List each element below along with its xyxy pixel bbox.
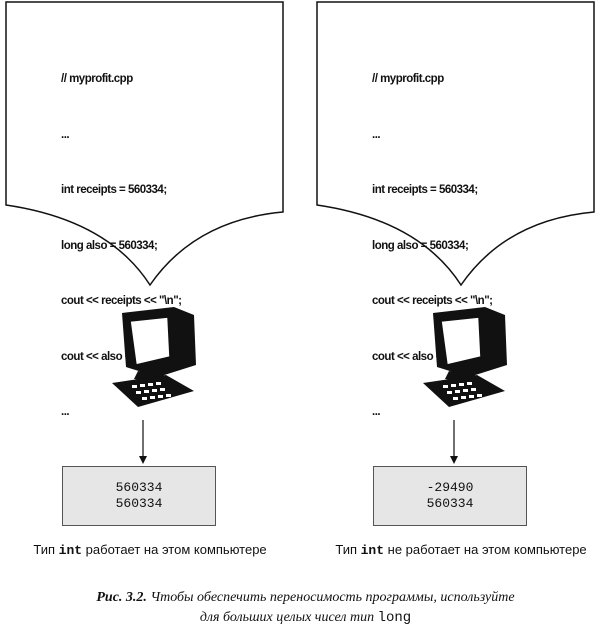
caption-suffix: работает на этом компьютере <box>85 542 267 557</box>
code-line: long also = 560334; <box>61 239 158 252</box>
figure-caption-text: для больших целых чисел тип <box>199 610 375 625</box>
figure-caption: Рис. 3.2. Чтобы обеспечить переносимость… <box>0 588 611 628</box>
output-line: -29490 <box>426 480 474 495</box>
code-line: ... <box>61 406 70 418</box>
computer-icon <box>112 307 196 407</box>
computer-icon <box>423 307 507 407</box>
code-line: ... <box>372 406 381 418</box>
code-line: // myprofit.cpp <box>61 73 133 85</box>
code-listing: // myprofit.cpp ... int receipts = 56033… <box>61 33 182 459</box>
caption-prefix: Тип <box>335 542 357 557</box>
panel-left: // myprofit.cpp ... int receipts = 56033… <box>0 0 300 560</box>
output-line: 560334 <box>115 480 163 495</box>
panel-right: // myprofit.cpp ... int receipts = 56033… <box>311 0 611 560</box>
code-line: cout << receipts << "\n"; <box>61 295 182 307</box>
speech-bubble <box>316 1 595 287</box>
code-line: ... <box>372 128 381 141</box>
code-line: int receipts = 560334; <box>372 184 478 196</box>
caption-suffix: не работает на этом компьютере <box>387 542 587 557</box>
code-line: int receipts = 560334; <box>61 184 167 196</box>
output-line: 560334 <box>426 496 474 511</box>
output-line: 560334 <box>115 496 163 511</box>
down-arrow-icon <box>139 420 147 464</box>
figure-caption-keyword: long <box>377 610 412 626</box>
caption-keyword: int <box>58 543 83 558</box>
code-line: cout << receipts << "\n"; <box>372 295 493 307</box>
down-arrow-icon <box>450 420 458 464</box>
speech-bubble <box>5 1 284 287</box>
code-line: ... <box>61 128 70 141</box>
figure-caption-text: Чтобы обеспечить переносимость программы… <box>150 590 515 605</box>
panel-caption: Тип int не работает на этом компьютере <box>311 542 611 558</box>
figure-number: Рис. 3.2. <box>96 590 147 605</box>
panel-caption: Тип int работает на этом компьютере <box>0 542 300 558</box>
code-line: long also = 560334; <box>372 239 469 252</box>
figure-caption-line-2: для больших целых чисел тип long <box>0 608 611 628</box>
caption-keyword: int <box>360 543 385 558</box>
caption-prefix: Тип <box>33 542 56 557</box>
program-output: 560334 560334 <box>62 466 216 526</box>
code-line: // myprofit.cpp <box>372 73 444 85</box>
figure-caption-line-1: Рис. 3.2. Чтобы обеспечить переносимость… <box>0 588 611 608</box>
program-output: -29490 560334 <box>373 466 527 526</box>
